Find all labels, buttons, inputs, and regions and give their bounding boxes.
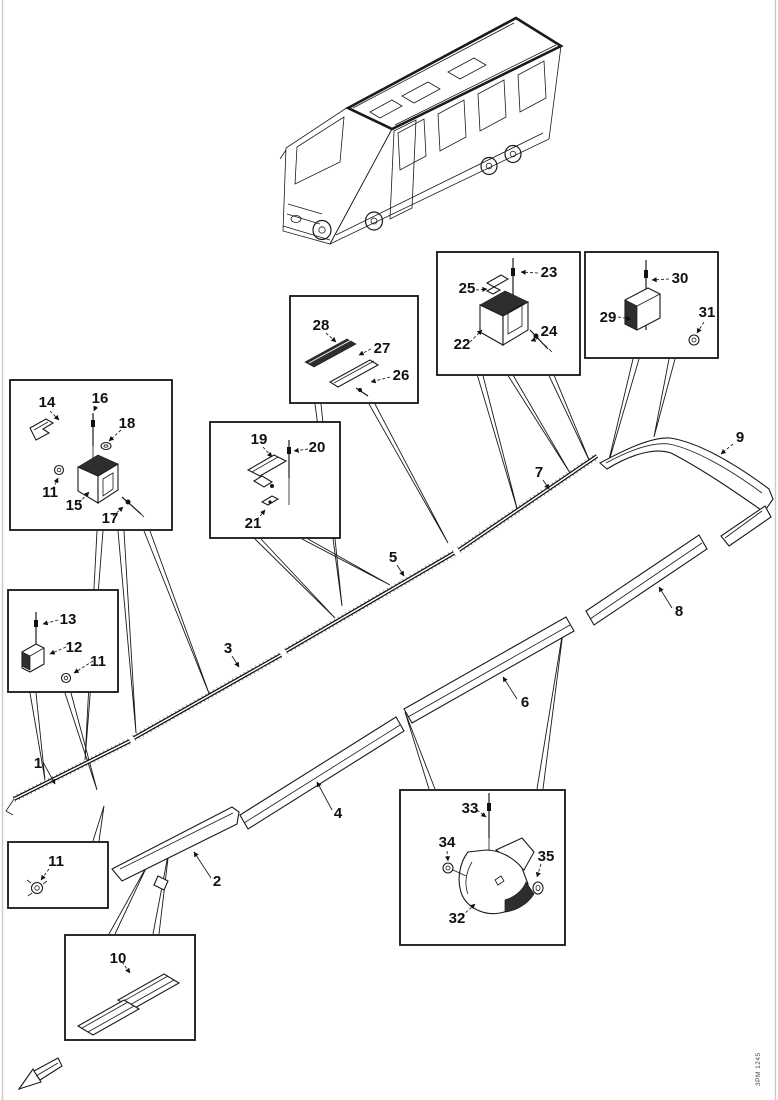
bracket-part-32: [458, 837, 535, 915]
part-label-15: 15: [66, 497, 83, 514]
part-3-rail-section: [132, 651, 283, 742]
detail-box-19-21: 19 20 21: [209, 421, 341, 539]
screw-part-17: [121, 496, 145, 518]
screw-part-26: [355, 387, 369, 397]
clip-part-19: [246, 454, 288, 488]
part-label-7: 7: [535, 464, 543, 481]
part-7-rail-section: [457, 453, 599, 553]
part-label-31: 31: [699, 304, 716, 321]
bracket-part-22: [479, 290, 529, 346]
detail-box-22-25: 25 23 22 24: [436, 251, 581, 376]
detail-box-11: 11: [7, 841, 109, 909]
part-label-26: 26: [393, 367, 410, 384]
clip-part-14: [29, 418, 55, 441]
nut-part-11c: [26, 879, 48, 897]
part-label-5: 5: [389, 549, 397, 566]
nut-part-34: [442, 862, 467, 877]
part-1-rail-section: [5, 737, 132, 816]
main-part-labels: 1 2 3 4 5 6 7 8 9: [34, 429, 744, 890]
washer-part-31: [688, 334, 700, 346]
part-8-moulding-strip: [585, 534, 708, 626]
part-label-14: 14: [39, 394, 56, 411]
part-label-28: 28: [313, 317, 330, 334]
part-label-11a: 11: [42, 484, 58, 501]
bracket-part-15: [77, 454, 119, 505]
part-label-35: 35: [538, 848, 555, 865]
part-label-6: 6: [521, 694, 529, 711]
screw-part-20: [287, 440, 291, 505]
part-label-13: 13: [60, 611, 77, 628]
part-label-9: 9: [736, 429, 744, 446]
part-label-33: 33: [462, 800, 479, 817]
detail-box-32-35: 33 34 35 32: [399, 789, 566, 946]
highlighted-roof-trim: [345, 16, 564, 131]
part-9-corner-rail: [599, 437, 774, 547]
detail-box-26-28: 28 27 26: [289, 295, 419, 404]
drawing-code-text: 3PM 1245: [755, 1052, 762, 1086]
part-label-19: 19: [251, 431, 268, 448]
bus-overview-illustration: [279, 16, 564, 245]
part-label-17: 17: [102, 510, 119, 527]
part-label-3: 3: [224, 640, 232, 657]
strip-part-28: [304, 338, 357, 368]
detail-box-11-13: 13 12 11: [7, 589, 119, 693]
drip-rail-assembly: [5, 437, 774, 891]
part-label-2: 2: [213, 873, 221, 890]
bus-wheels: [312, 144, 522, 241]
part-4-moulding-strip: [239, 716, 405, 830]
part-label-18: 18: [119, 415, 136, 432]
part-label-22: 22: [454, 336, 471, 353]
part-label-29: 29: [600, 309, 617, 326]
part-label-4: 4: [334, 805, 343, 822]
part-label-23: 23: [541, 264, 558, 281]
part-label-30: 30: [672, 270, 689, 287]
detail-box-10: 10: [64, 934, 196, 1041]
fastener-part-21: [260, 495, 280, 506]
clip-part-25: [485, 274, 510, 295]
part-label-11c: 11: [48, 853, 64, 870]
part-label-24: 24: [541, 323, 558, 340]
part-5-rail-section: [284, 549, 456, 655]
part-label-21: 21: [245, 515, 262, 532]
bracket-part-12: [21, 643, 45, 673]
part-label-16: 16: [92, 390, 109, 407]
nut-part-11b: [60, 672, 72, 684]
part-2-end-moulding: [111, 806, 240, 891]
channel-part-10: [76, 973, 181, 1036]
washer-part-35: [532, 881, 544, 895]
part-label-25: 25: [459, 280, 476, 297]
part-label-20: 20: [309, 439, 326, 456]
part-label-1: 1: [34, 755, 42, 772]
part-label-12: 12: [66, 639, 83, 656]
part-label-27: 27: [374, 340, 391, 357]
orientation-arrow-icon: [17, 1057, 63, 1091]
bracket-part-29: [624, 287, 661, 331]
part-label-32: 32: [449, 910, 466, 927]
part-label-34: 34: [439, 834, 456, 851]
nut-part-11a: [53, 464, 65, 476]
strip-part-27: [328, 359, 380, 388]
part-label-10: 10: [110, 950, 127, 967]
detail-box-29-31: 29 30 31: [584, 251, 719, 359]
part-label-8: 8: [675, 603, 683, 620]
washer-part-18: [100, 441, 112, 451]
part-label-11b: 11: [90, 653, 106, 670]
detail-box-14-18: 14 16 18 11 15 17: [9, 379, 173, 531]
part-6-moulding-strip: [403, 616, 575, 724]
